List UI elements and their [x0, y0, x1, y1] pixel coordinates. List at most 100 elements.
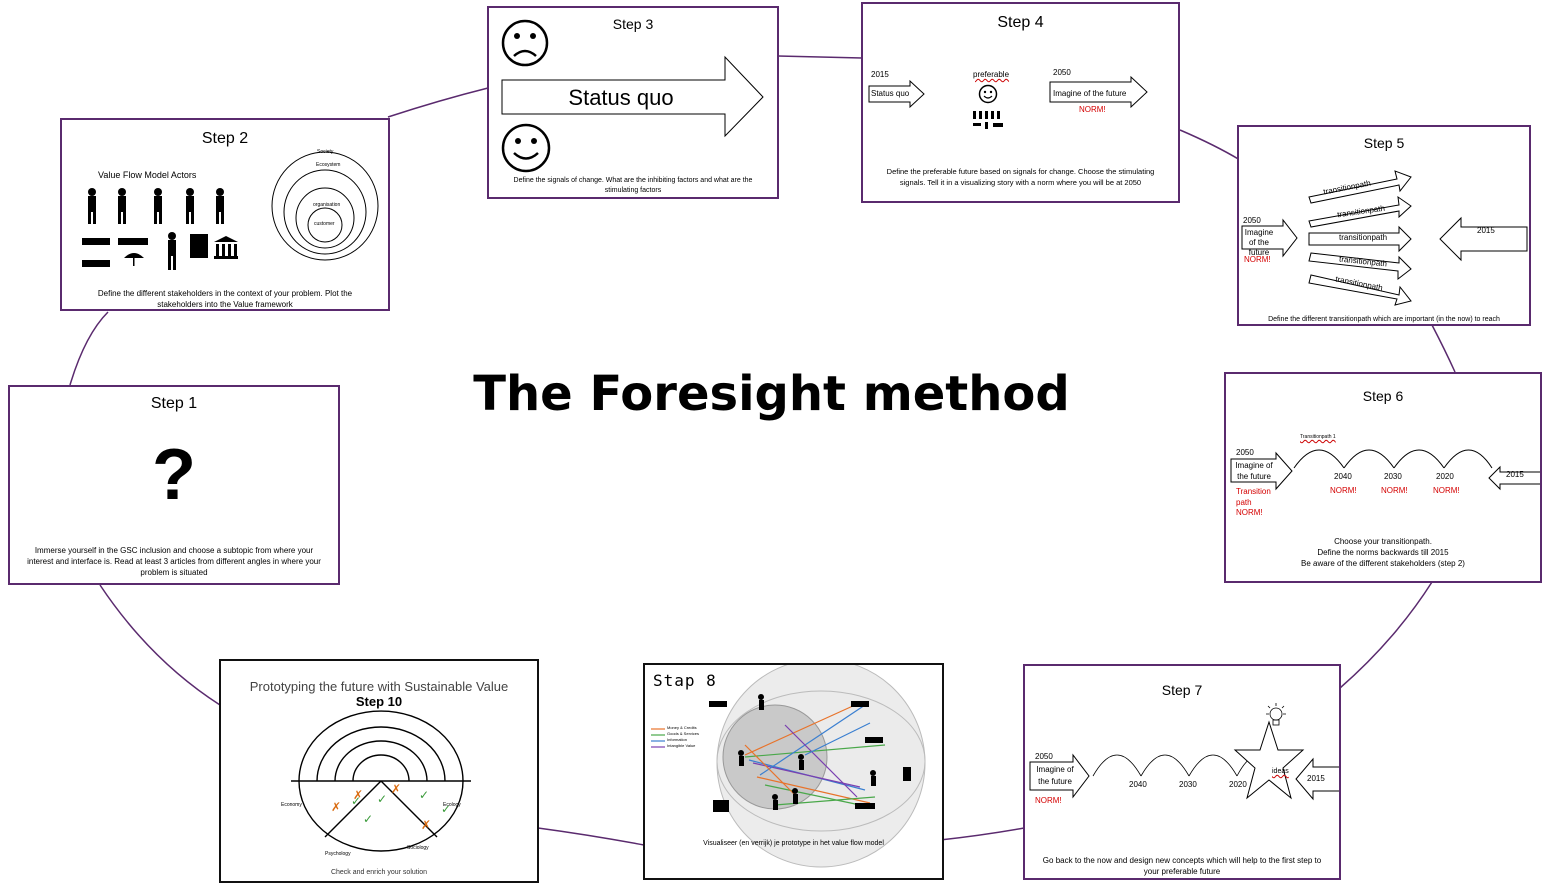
step6-now-arrow [1488, 465, 1540, 491]
step5-year-future: 2050 [1243, 216, 1261, 225]
step10-heading: Prototyping the future with Sustainable … [249, 679, 509, 694]
step6-year-now: 2015 [1506, 470, 1524, 479]
ring-ecosystem-label: Ecosystem [316, 162, 341, 168]
transitionpath-3: transitionpath [1339, 233, 1388, 242]
step7-year-future: 2050 [1035, 752, 1053, 761]
step2-card[interactable]: Step 2 Value Flow Model Actors Society E… [60, 118, 390, 311]
step7-year-2020: 2020 [1229, 780, 1247, 789]
actors-icons [82, 188, 238, 270]
step6-norm-2020: NORM! [1433, 486, 1460, 495]
happy-face-icon [501, 123, 551, 173]
step6-year-2030: 2030 [1384, 472, 1402, 481]
step4-norm-label: NORM! [1079, 105, 1106, 114]
star-icon [1233, 720, 1305, 800]
step5-future-label: Imagine of the future [1244, 228, 1274, 257]
step7-year-now: 2015 [1307, 774, 1325, 783]
step4-status-label: Status quo [871, 89, 910, 98]
value-framework-rings [271, 151, 379, 261]
step7-card[interactable]: Step 7 2050 Imagine of the future NORM! … [1023, 664, 1341, 880]
step6-transition-label: Transition path [1236, 487, 1271, 507]
step6-norm-label: NORM! [1236, 508, 1263, 517]
step7-description: Go back to the now and design new concep… [1042, 856, 1322, 876]
step1-description: Immerse yourself in the GSC inclusion an… [27, 546, 321, 577]
svg-text:✗: ✗ [331, 800, 341, 814]
step5-now-arrow [1439, 216, 1528, 262]
svg-text:✓: ✓ [441, 802, 451, 816]
svg-text:✗: ✗ [421, 818, 431, 832]
step4-card[interactable]: Step 4 2015 Status quo preferable 2050 I… [861, 2, 1180, 203]
step3-description: Define the signals of change. What are t… [513, 177, 753, 194]
step4-smiley-icon [978, 84, 998, 104]
step4-title: Step 4 [997, 14, 1044, 31]
step7-norm-label: NORM! [1035, 796, 1062, 805]
step5-card[interactable]: Step 5 2050 Imagine of the future NORM! … [1237, 125, 1531, 326]
step6-year-2020: 2020 [1436, 472, 1454, 481]
step2-title: Step 2 [201, 130, 249, 147]
step7-future-arrow [1029, 753, 1090, 799]
step10-title: Step 10 [355, 694, 403, 709]
axis-psychology: Psychology [325, 851, 351, 857]
step6-future-label: Imagine of the future [1235, 461, 1273, 481]
sustainable-value-target: ✗ ✗ ✓ ✓ ✗ ✓ ✓ ✗ ✓ [291, 710, 471, 852]
step4-preferable-label: preferable [973, 70, 1010, 79]
step6-line-2: Define the norms backwards till 2015 [1317, 548, 1449, 557]
axis-sociology: Sociology [407, 845, 429, 851]
step2-description: Define the different stakeholders in the… [97, 289, 353, 309]
svg-text:✓: ✓ [419, 788, 429, 802]
step6-year-2040: 2040 [1334, 472, 1352, 481]
legend-goods: Goods & Services [667, 731, 700, 736]
step6-future-arrow [1230, 451, 1293, 491]
step1-card[interactable]: Step 1 ? Immerse yourself in the GSC inc… [8, 385, 340, 585]
step6-arcs [1293, 449, 1493, 469]
legend-money: Money & Credits [667, 725, 697, 730]
step6-path-label: Transitionpath 1 [1300, 434, 1336, 440]
page-title: The Foresight method [473, 366, 1070, 422]
step7-now-arrow [1295, 757, 1339, 801]
step4-future-arrow [1049, 75, 1148, 109]
svg-text:✗: ✗ [353, 788, 363, 802]
ring-organisation-label: organisation [313, 202, 341, 208]
ring-customer-label: customer [314, 221, 335, 227]
step6-title: Step 6 [1362, 388, 1404, 404]
axis-economy: Economy [281, 802, 302, 808]
step4-now-arrow [868, 79, 925, 109]
svg-text:✓: ✓ [363, 812, 373, 826]
step8-title: Stap 8 [653, 671, 717, 690]
step2-subtitle: Value Flow Model Actors [98, 170, 197, 180]
step5-year-now: 2015 [1477, 226, 1495, 235]
step7-year-2040: 2040 [1129, 780, 1147, 789]
step6-norm-2030: NORM! [1381, 486, 1408, 495]
step4-future-label: Imagine of the future [1053, 89, 1127, 98]
step7-title: Step 7 [1161, 682, 1203, 698]
value-flow-diagram [709, 665, 926, 868]
step8-description: Visualiseer (en verrijk) je prototype in… [703, 840, 884, 847]
step4-year-future: 2050 [1053, 68, 1071, 77]
step6-line-1: Choose your transitionpath. [1334, 537, 1432, 546]
step1-title: Step 1 [150, 395, 198, 412]
sad-face-icon [501, 19, 549, 67]
step4-year-now: 2015 [871, 70, 889, 79]
status-quo-label: Status quo [568, 85, 674, 110]
step10-description: Check and enrich your solution [330, 869, 428, 876]
step4-actors-icon [973, 111, 1003, 129]
step5-norm-label: NORM! [1244, 255, 1271, 264]
axis-ecology: Ecology [443, 802, 461, 808]
step8-card[interactable]: Stap 8 [643, 663, 944, 880]
status-quo-arrow [501, 55, 764, 138]
lightbulb-icon [1266, 703, 1286, 726]
step5-title: Step 5 [1363, 135, 1405, 151]
step5-description: Define the different transitionpath whic… [1268, 316, 1500, 323]
step3-title: Step 3 [612, 16, 654, 32]
step3-card[interactable]: Step 3 Status quo Define the signals of … [487, 6, 779, 199]
step8-legend [651, 728, 665, 748]
step7-future-label: Imagine of the future [1036, 765, 1074, 786]
step6-card[interactable]: Step 6 Transitionpath 1 2050 Imagine of … [1224, 372, 1542, 583]
svg-text:✗: ✗ [391, 782, 401, 796]
svg-text:✓: ✓ [351, 794, 361, 808]
step10-card[interactable]: Prototyping the future with Sustainable … [219, 659, 539, 883]
ring-society-label: Society [317, 149, 334, 155]
transition-arrows [1308, 170, 1412, 306]
step6-norm-2040: NORM! [1330, 486, 1357, 495]
step7-year-2030: 2030 [1179, 780, 1197, 789]
